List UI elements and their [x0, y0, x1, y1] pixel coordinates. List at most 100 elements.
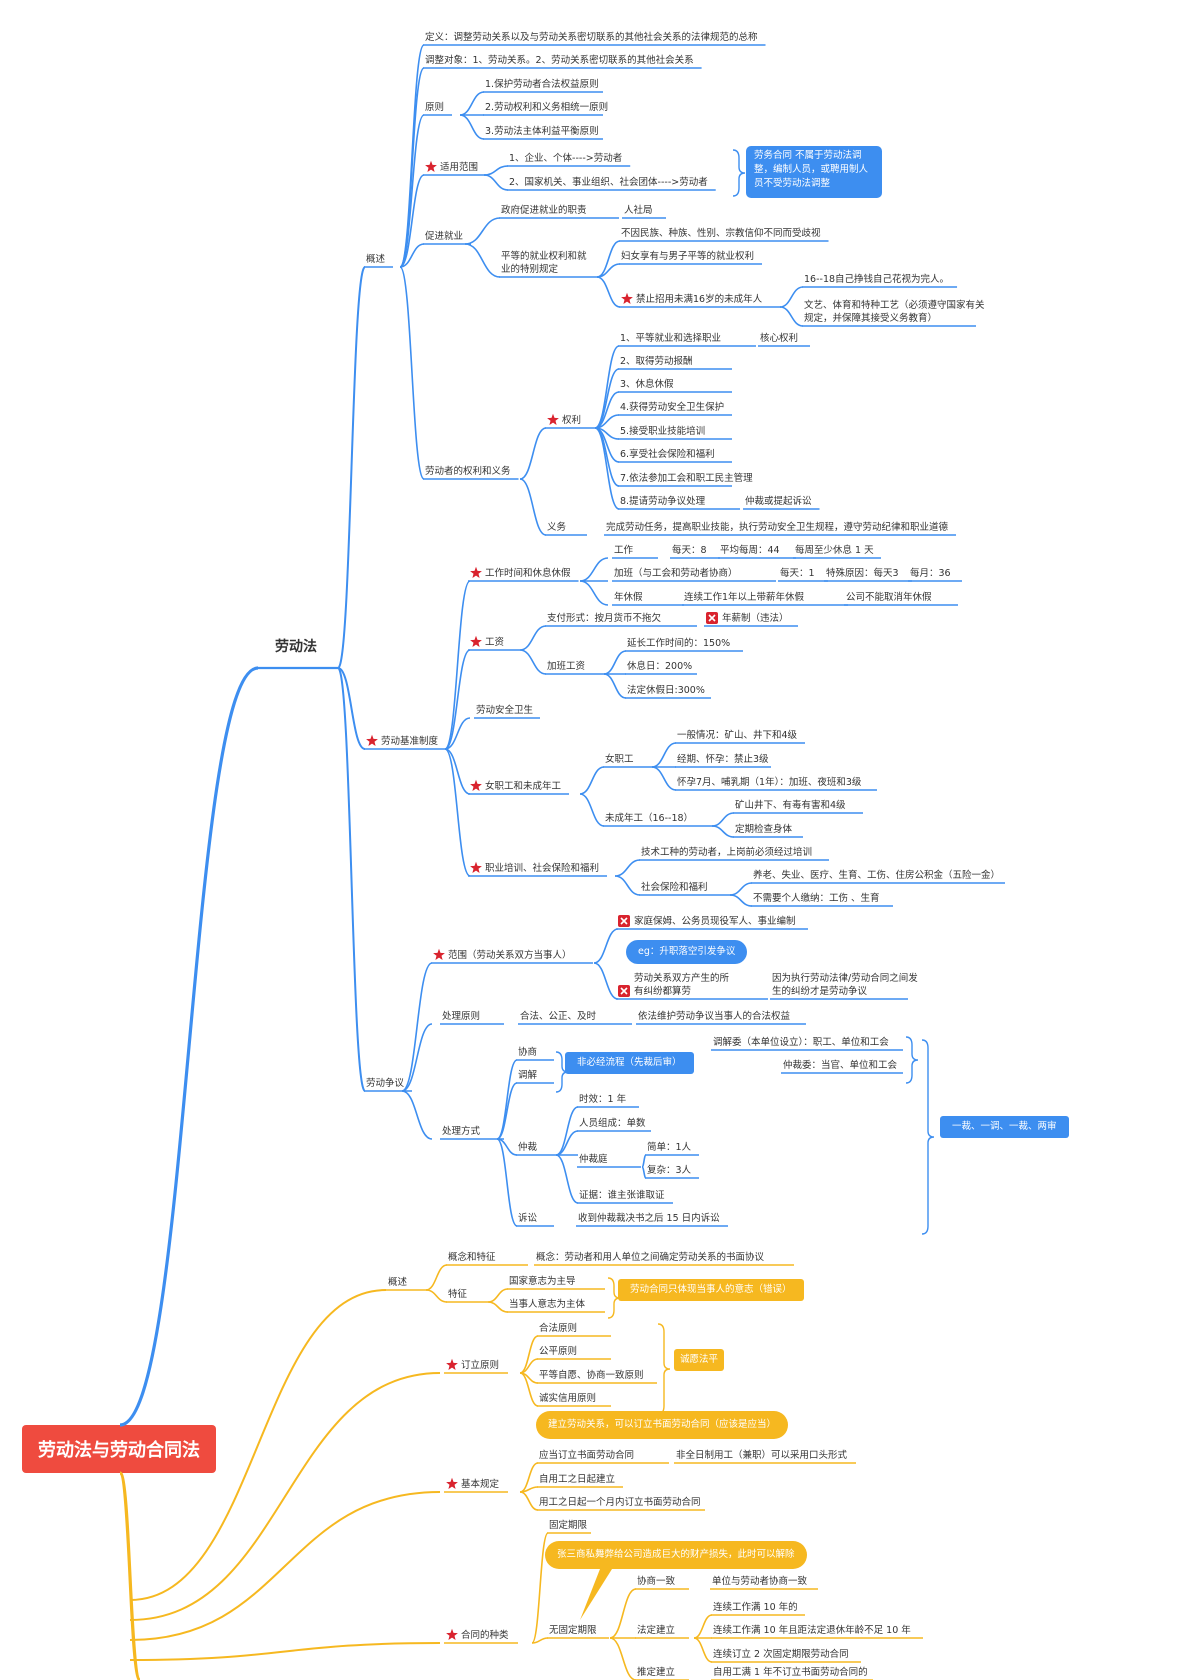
- map-node[interactable]: 时效：1 年: [579, 1093, 627, 1105]
- map-node[interactable]: 16--18自己挣钱自己花视为完人。: [804, 273, 949, 285]
- map-node[interactable]: 诉讼: [518, 1212, 538, 1224]
- map-node[interactable]: 固定期限: [549, 1519, 588, 1531]
- map-node[interactable]: 一般情况：矿山、井下和4级: [677, 729, 798, 741]
- map-node[interactable]: 法定建立: [637, 1624, 675, 1636]
- map-node[interactable]: 支付形式：按月货币不拖欠: [547, 612, 662, 624]
- map-node[interactable]: 3、休息休假: [620, 378, 674, 390]
- map-node[interactable]: 每天：1: [780, 567, 815, 579]
- map-node[interactable]: 当事人意志为主体: [509, 1298, 586, 1310]
- map-node[interactable]: 妇女享有与男子平等的就业权利: [621, 250, 754, 262]
- map-node[interactable]: 劳动安全卫生: [476, 704, 534, 716]
- map-node[interactable]: 技术工种的劳动者，上岗前必须经过培训: [641, 846, 812, 858]
- map-node[interactable]: 公司不能取消年休假: [846, 591, 932, 603]
- map-node[interactable]: 家庭保姆、公务员现役军人、事业编制: [634, 915, 796, 927]
- map-node[interactable]: 延长工作时间的：150%: [627, 637, 730, 649]
- map-node[interactable]: 工作: [614, 544, 634, 556]
- map-node[interactable]: 核心权利: [760, 332, 798, 344]
- map-node[interactable]: 女职工: [605, 753, 634, 765]
- map-node[interactable]: 原则: [425, 101, 444, 113]
- map-node[interactable]: 连续工作满 10 年且距法定退休年龄不足 10 年: [713, 1624, 911, 1636]
- map-node[interactable]: 工资: [485, 637, 505, 648]
- map-node[interactable]: 年休假: [614, 591, 643, 603]
- map-node[interactable]: 无固定期限: [549, 1624, 597, 1636]
- summary-pill[interactable]: 一裁、一调、一裁、两审: [940, 1116, 1069, 1138]
- map-node[interactable]: 2、国家机关、事业组织、社会团体---->劳动者: [509, 176, 708, 188]
- wrong-pill[interactable]: 劳动合同只体现当事人的意志（错误）: [618, 1279, 804, 1301]
- map-node[interactable]: 8.提请劳动争议处理: [620, 495, 706, 507]
- map-node[interactable]: 自用工之日起建立: [539, 1473, 615, 1485]
- map-node[interactable]: 非全日制用工（兼职）可以采用口头形式: [676, 1449, 848, 1461]
- map-node[interactable]: 平等的就业权利和就业的特别规定: [501, 250, 587, 275]
- map-node[interactable]: 公平原则: [539, 1345, 577, 1357]
- map-node[interactable]: 调解: [518, 1069, 538, 1081]
- map-node[interactable]: 不因民族、种族、性别、宗教信仰不同而受歧视: [621, 227, 821, 239]
- map-node[interactable]: 特征: [448, 1288, 468, 1300]
- map-node[interactable]: 连续订立 2 次固定期限劳动合同: [713, 1648, 849, 1660]
- standards-node[interactable]: 劳动基准制度: [381, 735, 439, 747]
- map-node[interactable]: 应当订立书面劳动合同: [539, 1449, 634, 1461]
- map-node[interactable]: 调整对象：1、劳动关系。2、劳动关系密切联系的其他社会关系: [425, 54, 694, 66]
- map-node[interactable]: 女职工和未成年工: [485, 780, 562, 792]
- map-node[interactable]: 仲裁庭: [579, 1153, 608, 1165]
- map-node[interactable]: 权利: [562, 414, 581, 426]
- map-node[interactable]: 范围（劳动关系双方当事人）: [448, 949, 572, 961]
- map-node[interactable]: 年薪制（违法）: [722, 612, 789, 624]
- map-node[interactable]: 2.劳动权利和义务相统一原则: [485, 101, 608, 113]
- map-node[interactable]: 处理原则: [442, 1010, 480, 1022]
- map-node[interactable]: 每天：8: [672, 544, 707, 556]
- map-node[interactable]: 促进就业: [425, 230, 463, 242]
- map-node[interactable]: 1、平等就业和选择职业: [620, 332, 721, 344]
- map-node[interactable]: 7.依法参加工会和职工民主管理: [620, 472, 753, 484]
- map-node[interactable]: 义务: [547, 521, 567, 533]
- map-node[interactable]: 处理方式: [442, 1125, 481, 1137]
- map-node[interactable]: 矿山井下、有毒有害和4级: [735, 799, 846, 811]
- map-node[interactable]: 概述: [388, 1276, 408, 1288]
- map-node[interactable]: 工作时间和休息休假: [485, 567, 571, 579]
- map-node[interactable]: 适用范围: [440, 161, 478, 173]
- map-node[interactable]: 每周至少休息 1 天: [795, 544, 874, 556]
- map-node[interactable]: 平等自愿、协商一致原则: [539, 1369, 644, 1381]
- map-node[interactable]: 平均每周：44: [720, 544, 780, 556]
- map-node[interactable]: 政府促进就业的职责: [501, 204, 587, 216]
- map-node[interactable]: 诚实信用原则: [539, 1392, 596, 1404]
- map-node[interactable]: 连续工作满 10 年的: [713, 1601, 798, 1613]
- map-node[interactable]: 定期检查身体: [735, 823, 793, 835]
- map-node[interactable]: 基本规定: [461, 1478, 500, 1490]
- map-node[interactable]: 因为执行劳动法律/劳动合同之间发生的纠纷才是劳动争议: [772, 972, 918, 997]
- map-node[interactable]: 协商一致: [637, 1575, 676, 1587]
- map-node[interactable]: 概念：劳动者和用人单位之间确定劳动关系的书面协议: [536, 1251, 765, 1263]
- map-node[interactable]: 不需要个人缴纳：工伤 、生育: [753, 892, 880, 904]
- map-node[interactable]: 3.劳动法主体利益平衡原则: [485, 125, 599, 137]
- scope-note[interactable]: 劳务合同 不属于劳动法调整，编制人员，或聘用制人员不受劳动法调整: [746, 146, 882, 198]
- map-node[interactable]: 单位与劳动者协商一致: [712, 1575, 808, 1587]
- law-title[interactable]: 劳动法: [275, 639, 317, 655]
- map-node[interactable]: 未成年工（16--18）: [605, 812, 693, 824]
- dispute-node[interactable]: 劳动争议: [366, 1077, 405, 1089]
- map-node[interactable]: 证据：谁主张谁取证: [579, 1189, 665, 1201]
- map-node[interactable]: 禁止招用未满16岁的未成年人: [636, 293, 763, 305]
- map-node[interactable]: 仲裁委：当官、单位和工会: [783, 1059, 898, 1071]
- map-node[interactable]: 推定建立: [637, 1666, 675, 1678]
- basic-callout[interactable]: 建立劳动关系，可以订立书面劳动合同（应该是应当）: [536, 1411, 789, 1439]
- map-node[interactable]: 怀孕7月、哺乳期（1年）：加班、夜班和3级: [677, 776, 862, 788]
- types-callout[interactable]: 张三商私舞弊给公司造成巨大的财产损失，此时可以解除: [545, 1541, 807, 1569]
- map-node[interactable]: 用工之日起一个月内订立书面劳动合同: [539, 1496, 701, 1508]
- map-node[interactable]: 劳动者的权利和义务: [425, 465, 511, 477]
- map-node[interactable]: 概念和特征: [448, 1251, 496, 1263]
- map-node[interactable]: 自用工满 1 年不订立书面劳动合同的: [713, 1666, 868, 1678]
- eg-pill[interactable]: eg：升职落空引发争议: [626, 940, 748, 964]
- map-node[interactable]: 仲裁: [518, 1141, 538, 1153]
- map-node[interactable]: 简单：1人: [647, 1141, 692, 1153]
- map-node[interactable]: 协商: [518, 1046, 537, 1058]
- map-node[interactable]: 2、取得劳动报酬: [620, 355, 693, 367]
- map-node[interactable]: 仲裁或提起诉讼: [745, 495, 812, 507]
- map-node[interactable]: 5.接受职业技能培训: [620, 425, 705, 437]
- map-node[interactable]: 人员组成：单数: [579, 1117, 646, 1129]
- map-node[interactable]: 文艺、体育和特种工艺（必须遵守国家有关规定，并保障其接受义务教育）: [804, 299, 985, 324]
- map-node[interactable]: 合法、公正、及时: [520, 1010, 597, 1022]
- map-node[interactable]: 复杂：3人: [647, 1164, 692, 1176]
- map-node[interactable]: 经期、怀孕：禁止3级: [677, 753, 769, 765]
- map-node[interactable]: 人社局: [624, 204, 653, 216]
- map-node[interactable]: 4.获得劳动安全卫生保护: [620, 401, 724, 413]
- map-node[interactable]: 加班（与工会和劳动者协商）: [614, 567, 738, 579]
